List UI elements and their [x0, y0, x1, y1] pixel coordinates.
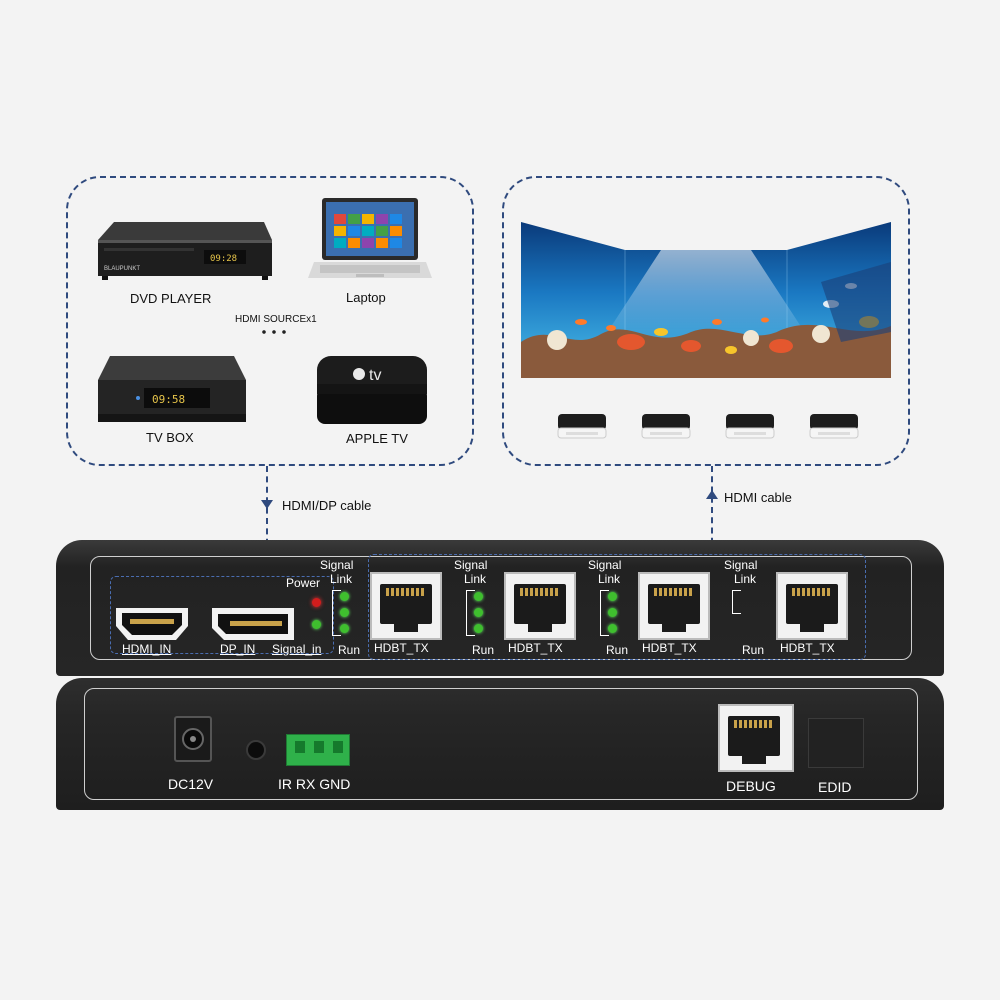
source-devices-panel — [66, 176, 474, 466]
signal-in-led — [312, 620, 321, 629]
ir-sensor — [246, 740, 266, 760]
power-label: Power — [286, 576, 321, 590]
port1-hdbt-jack — [370, 572, 442, 640]
arrow-up-icon — [706, 490, 718, 499]
port4-hdbt-label: HDBT_TX — [780, 641, 835, 655]
display-panel — [502, 176, 910, 466]
port1-run-label: Run — [338, 643, 361, 657]
hdmi-in-label: HDMI_IN — [122, 642, 172, 656]
projector-icon — [557, 414, 607, 439]
dvd-player-label: DVD PLAYER — [130, 291, 212, 306]
port4-led-bracket — [732, 590, 741, 614]
output-cable-line — [711, 466, 713, 554]
arrow-down-icon — [261, 500, 273, 509]
more-dots-icon — [259, 330, 289, 334]
port2-link-label: Link — [464, 572, 487, 586]
port1-led — [340, 624, 349, 633]
output-cable-label: HDMI cable — [724, 490, 792, 505]
laptop-label: Laptop — [346, 290, 386, 305]
port3-led — [608, 624, 617, 633]
back-panel-face — [84, 688, 918, 800]
port1-link-label: Link — [330, 572, 353, 586]
port1-led-bracket — [332, 590, 341, 636]
port2-led — [474, 624, 483, 633]
edid-switch — [808, 718, 864, 768]
input-cable-line — [266, 466, 268, 576]
port3-led — [608, 608, 617, 617]
dvd-player-image: 09:28 BLAUPUNKT — [98, 222, 272, 280]
port3-signal-label: Signal — [588, 558, 622, 572]
input-cable-label: HDMI/DP cable — [282, 498, 372, 513]
port2-led-bracket — [466, 590, 475, 636]
dc-power-jack — [174, 716, 212, 762]
tv-box-display-text: 09:58 — [152, 393, 185, 406]
port2-hdbt-label: HDBT_TX — [508, 641, 563, 655]
port4-run-label: Run — [742, 643, 765, 657]
port3-run-label: Run — [606, 643, 629, 657]
port1-led — [340, 608, 349, 617]
debug-label: DEBUG — [726, 778, 776, 794]
port3-hdbt-jack — [638, 572, 710, 640]
port3-hdbt-label: HDBT_TX — [642, 641, 697, 655]
port4-signal-label: Signal — [724, 558, 758, 572]
port1-led — [340, 592, 349, 601]
apple-tv-label: APPLE TV — [346, 431, 408, 446]
port1-hdbt-label: HDBT_TX — [374, 641, 429, 655]
dvd-display-text: 09:28 — [210, 254, 237, 264]
port2-run-label: Run — [472, 643, 495, 657]
projector-icon — [725, 414, 775, 439]
port2-led — [474, 608, 483, 617]
edid-label: EDID — [818, 779, 852, 795]
source-count-label: HDMI SOURCEx1 — [235, 314, 317, 325]
apple-tv-mark: tv — [369, 367, 381, 384]
input-group-outline — [110, 576, 334, 654]
ir-label: IR RX GND — [278, 776, 351, 792]
output-group-outline — [368, 554, 866, 660]
power-led — [312, 598, 321, 607]
projector-icon — [641, 414, 691, 439]
video-wall-image — [521, 222, 891, 378]
port3-link-label: Link — [598, 572, 621, 586]
hdmi-in-port — [116, 608, 188, 640]
dc-label: DC12V — [168, 776, 214, 792]
port2-signal-label: Signal — [454, 558, 488, 572]
port3-led — [608, 592, 617, 601]
dp-in-port — [212, 608, 294, 640]
dvd-brand-text: BLAUPUNKT — [104, 266, 140, 272]
port2-led — [474, 592, 483, 601]
tv-box-label: TV BOX — [146, 430, 194, 445]
port3-led-bracket — [600, 590, 609, 636]
signal-in-label: Signal_in — [272, 642, 322, 656]
port4-hdbt-jack — [776, 572, 848, 640]
projector-icon — [809, 414, 859, 439]
ir-terminal-block — [286, 734, 350, 766]
laptop-image — [308, 198, 432, 278]
debug-jack — [718, 704, 794, 772]
dp-in-label: DP_IN — [220, 642, 256, 656]
port1-signal-label: Signal — [320, 558, 354, 572]
tv-box-image: 09:58 — [98, 356, 246, 422]
port4-link-label: Link — [734, 572, 757, 586]
apple-tv-image: tv — [317, 356, 427, 424]
port2-hdbt-jack — [504, 572, 576, 640]
